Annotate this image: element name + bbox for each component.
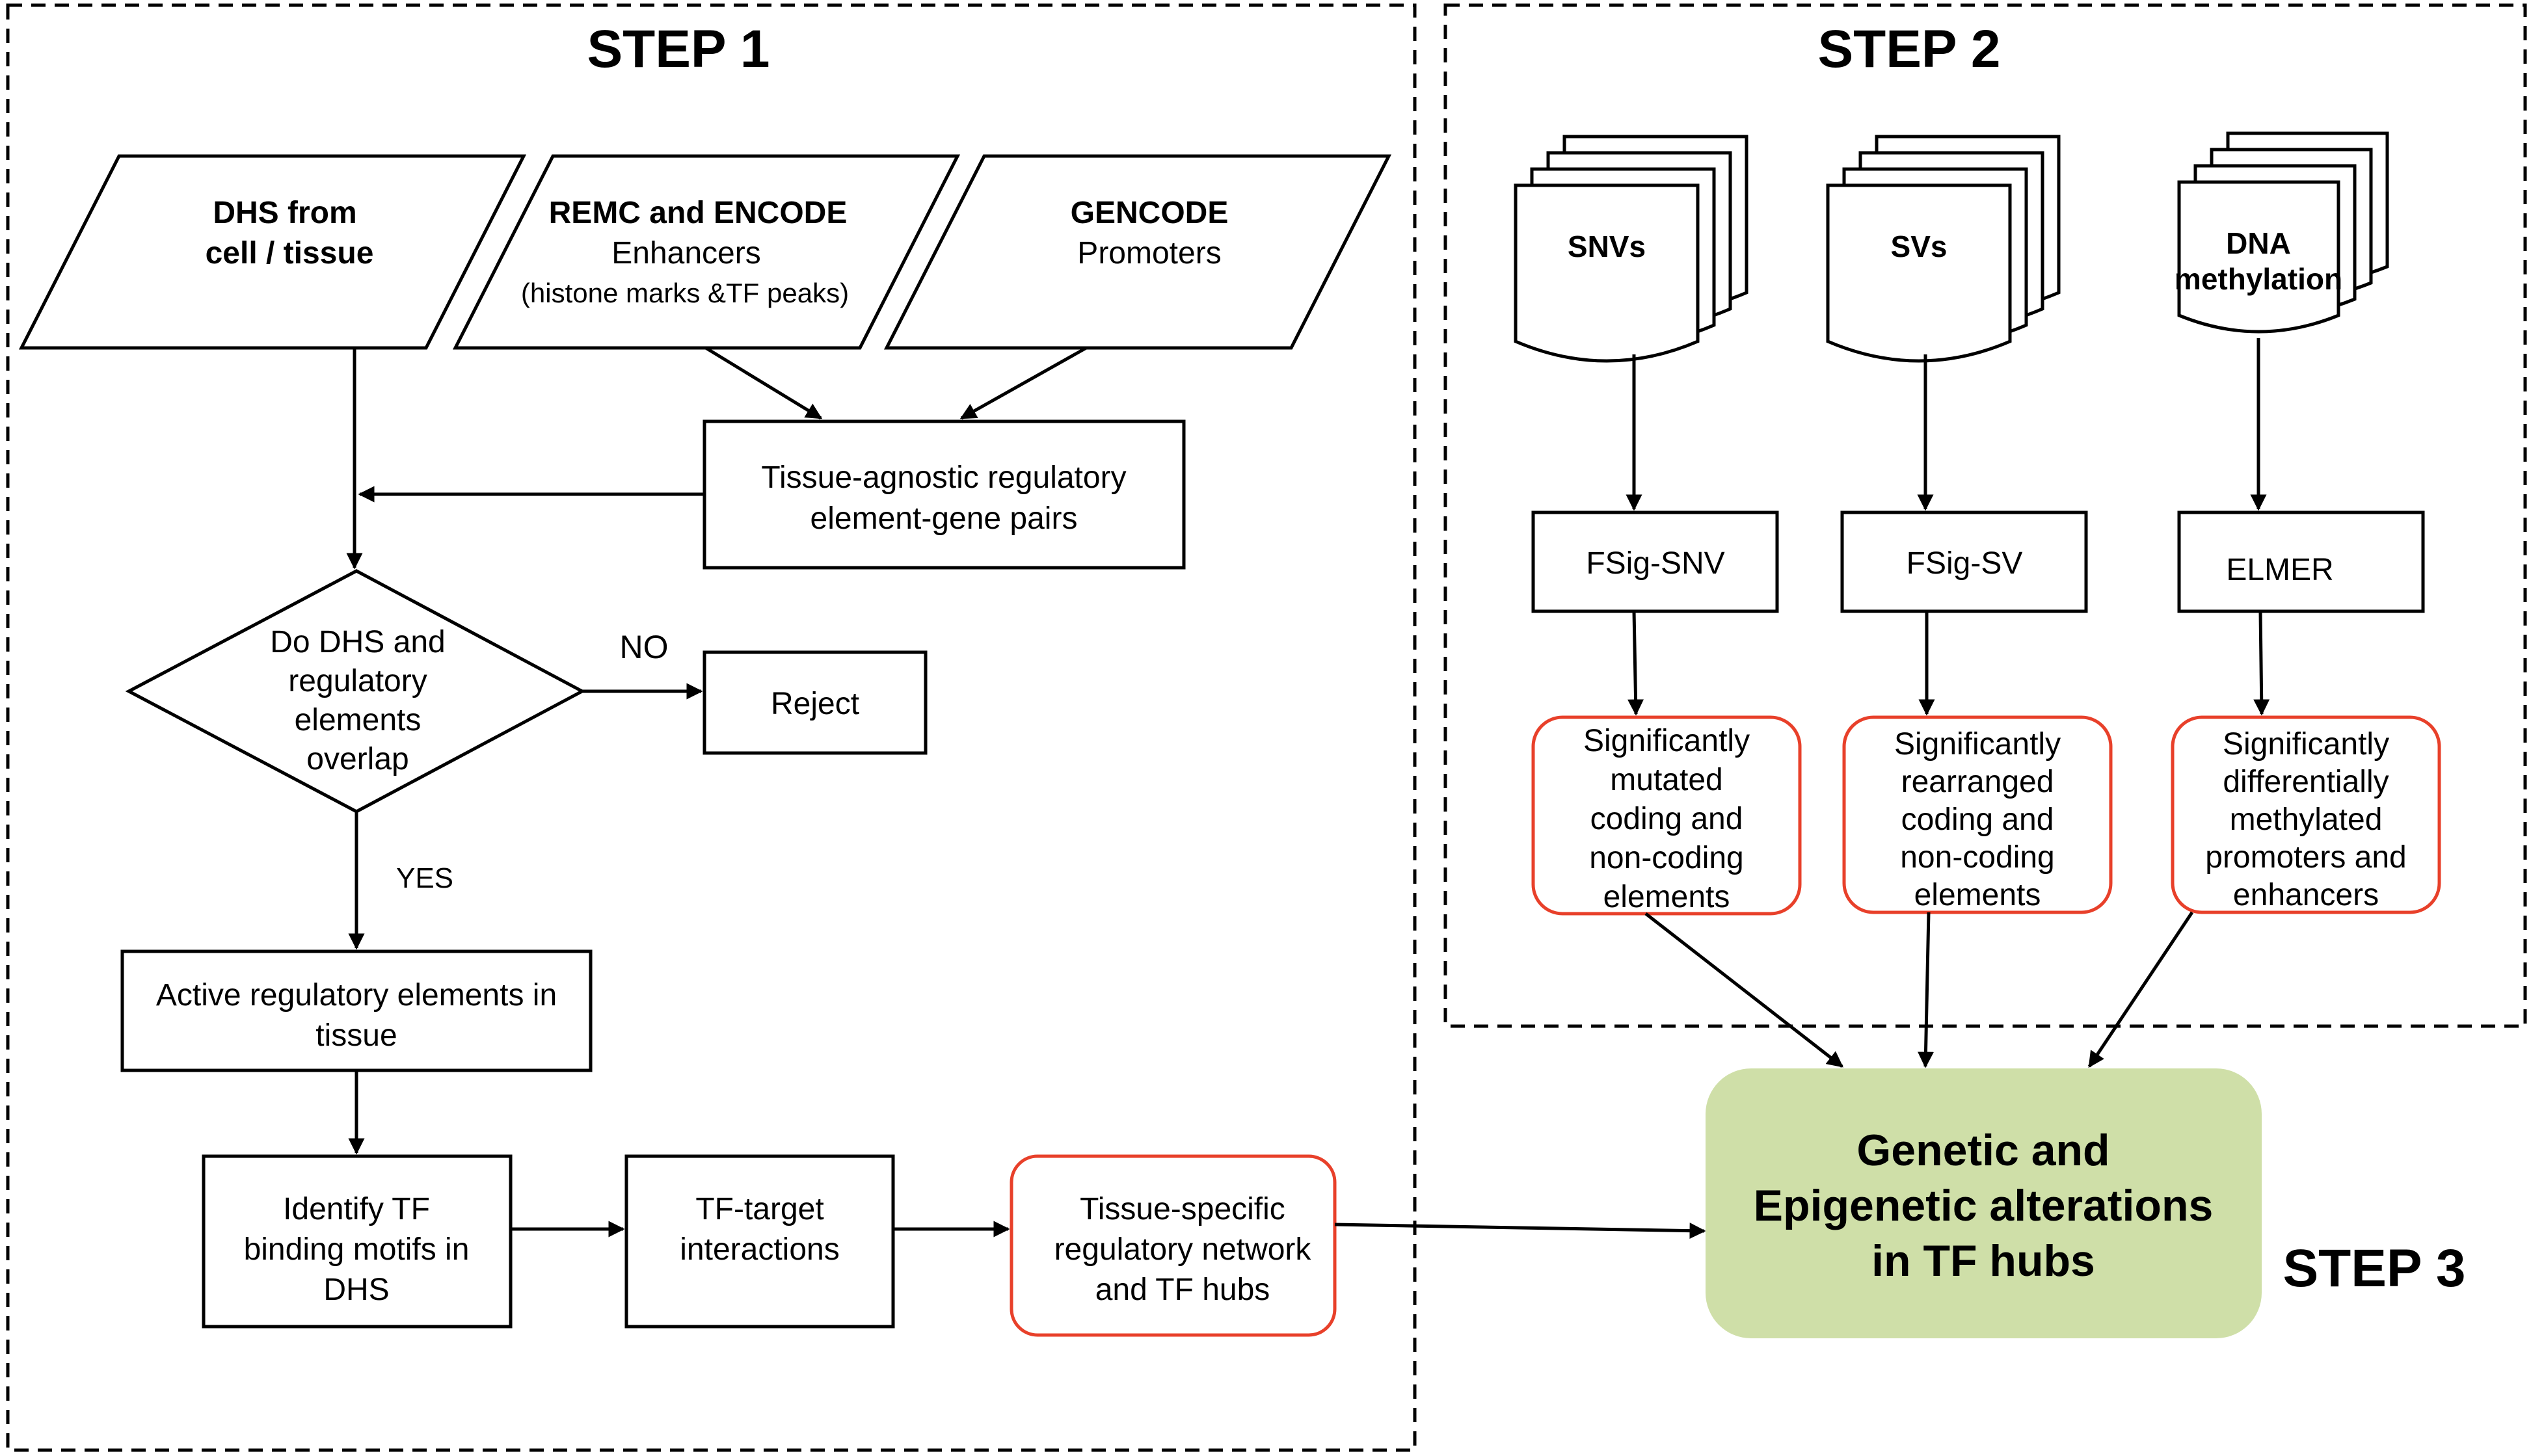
mutated-line5: elements [1603,880,1730,914]
sv-label: SVs [1891,230,1948,263]
methylated-line1: Significantly [2223,727,2389,761]
step3-title: STEP 3 [2283,1239,2465,1298]
sv-data-node [1826,135,2061,363]
hub-line2: Epigenetic alterations [1754,1181,2214,1230]
step1-frame [6,3,1417,1452]
gencode-promoters: Promoters [1077,236,1221,271]
fsig-sv-node [1840,510,2088,613]
methylated-line4: promoters and [2205,840,2407,875]
decision-line1: Do DHS and [270,625,445,659]
edge-gencode-to-agnostic [959,346,1088,420]
gencode-input-node [883,154,1392,350]
rearranged-line4: non-coding [1900,840,2055,875]
methylation-data-node [2177,131,2389,334]
elmer-label: ELMER [2226,553,2333,587]
remc-encode-marks: (histone marks &TF peaks) [521,278,849,308]
tissue-agnostic-pairs-node [703,419,1186,570]
network-line2: regulatory network [1054,1232,1312,1267]
decision-line4: overlap [306,742,408,776]
tf-target-node [624,1154,895,1329]
remc-encode-title: REMC and ENCODE [549,196,848,230]
edge-mutated-to-hub [1644,912,1843,1068]
yes-edge-label: YES [396,862,453,894]
remc-encode-input-node [452,154,961,350]
elmer-node [2177,510,2425,613]
identify-motifs-node [202,1154,513,1329]
hub-line1: Genetic and [1856,1126,2109,1175]
edge-network-to-hub [1334,1223,1706,1239]
tf-target-line1: TF-target [695,1192,824,1226]
identify-line1: Identify TF [283,1192,430,1226]
tissue-agnostic-line1: Tissue-agnostic regulatory [761,460,1126,495]
network-line3: and TF hubs [1095,1273,1270,1307]
mutated-line4: non-coding [1589,841,1744,875]
tissue-network-node [1010,1154,1337,1337]
step1-title: STEP 1 [587,20,770,79]
edge-fsigsnv-to-mutated [1627,611,1644,716]
mutated-line1: Significantly [1583,724,1750,758]
methylated-line3: methylated [2230,802,2383,837]
methylated-line2: differentially [2223,765,2389,799]
tissue-agnostic-line2: element-gene pairs [810,501,1078,536]
step2-frame [1443,3,2527,1028]
dhs-input-node [18,154,527,350]
active-line2: tissue [315,1018,397,1053]
fsig-sv-label: FSig-SV [1907,546,2023,581]
edge-remc-to-agnostic [704,346,823,420]
mutated-line3: coding and [1590,802,1743,836]
rearranged-line3: coding and [1901,802,2054,837]
identify-line2: binding motifs in [244,1232,470,1267]
snv-label: SNVs [1568,230,1646,263]
no-edge-label: NO [620,629,669,665]
identify-line3: DHS [323,1273,389,1307]
rearranged-line2: rearranged [1901,765,2054,799]
hub-line3: in TF hubs [1871,1236,2095,1286]
decision-line2: regulatory [288,664,427,698]
step2-title: STEP 2 [1817,20,2000,79]
rearranged-line5: elements [1914,878,2041,912]
decision-line3: elements [295,703,422,737]
network-line1: Tissue-specific [1080,1192,1285,1226]
edge-elmer-to-methylated [2253,611,2270,716]
methylation-label-line1: DNA [2226,226,2291,260]
rearranged-line1: Significantly [1894,727,2061,761]
methylated-line5: enhancers [2233,878,2379,912]
remc-encode-enhancers: Enhancers [611,236,760,271]
rearranged-elements-node [1842,715,2113,914]
methylation-label-line2: methylation [2175,262,2342,296]
gencode-title: GENCODE [1071,196,1229,230]
mutated-line2: mutated [1610,763,1722,797]
mutated-elements-node [1531,715,1802,916]
fsig-snv-node [1531,510,1779,613]
dhs-input-line1: DHS from [213,196,356,230]
edge-methylated-to-hub [2087,911,2194,1068]
snv-data-node [1514,135,1748,363]
fsig-snv-label: FSig-SNV [1586,546,1724,581]
tf-target-line2: interactions [680,1232,839,1267]
active-line1: Active regulatory elements in [156,978,557,1013]
dhs-input-line2: cell / tissue [206,236,374,271]
methylated-elements-node [2171,715,2441,914]
active-elements-node [120,949,593,1072]
reject-label: Reject [771,687,859,721]
edge-rearranged-to-hub [1917,912,1934,1068]
tf-hub-alterations-node [1706,1068,2262,1338]
reject-node [703,650,928,755]
